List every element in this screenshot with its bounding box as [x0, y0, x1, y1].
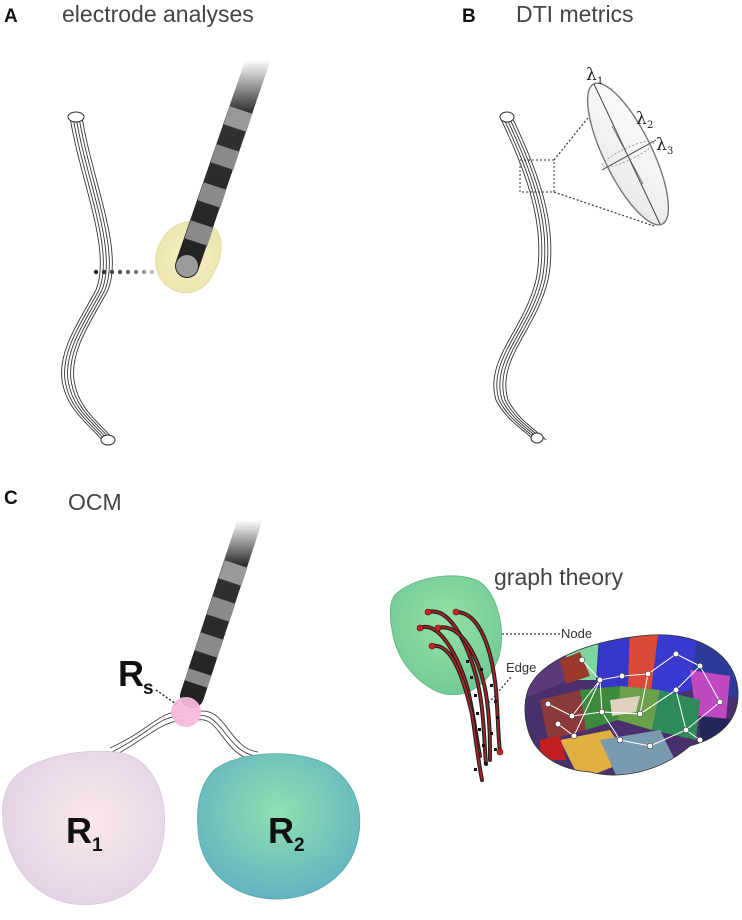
distance-dots — [93, 269, 155, 275]
panel-b-title: DTI metrics — [516, 1, 634, 27]
panel-a-letter: A — [4, 6, 18, 27]
r1-subscript: 1 — [92, 835, 103, 856]
parcellated-brain — [524, 634, 739, 776]
diffusion-tensor-ellipsoid — [586, 82, 670, 226]
node-label: Node — [561, 626, 592, 641]
edge-pointer — [485, 675, 513, 707]
rs-pointer — [155, 689, 177, 705]
streamlines — [418, 609, 502, 782]
zoom-box — [519, 159, 555, 193]
r1-label: R — [66, 810, 92, 851]
dbs-lead-a — [175, 48, 270, 278]
fiber-end-top-a — [67, 111, 85, 123]
graph-theory-title: graph theory — [494, 564, 624, 590]
tract-to-r2 — [195, 710, 259, 761]
rs-subscript: s — [143, 678, 154, 699]
lambda2-subscript: 2 — [647, 120, 653, 131]
fiber-bundle-a — [61, 116, 115, 441]
fiber-bundle-b — [493, 116, 552, 441]
streamline-endpoints — [416, 608, 504, 756]
edge-label: Edge — [506, 660, 536, 675]
lambda1-symbol: λ — [586, 65, 597, 85]
rs-label: R — [118, 653, 144, 694]
lambda2-symbol: λ — [636, 109, 647, 129]
panel-c-title: OCM — [68, 489, 122, 515]
region-r2 — [197, 753, 361, 900]
lambda1-subscript: 1 — [597, 76, 603, 87]
panel-a-title: electrode analyses — [62, 1, 254, 27]
fiber-end-bottom-b — [530, 432, 544, 444]
lambda3-subscript: 3 — [667, 146, 673, 157]
dbs-lead-c — [180, 508, 262, 708]
region-r1 — [2, 750, 165, 905]
panel-b-letter: B — [462, 6, 476, 27]
lambda3-symbol: λ — [656, 135, 667, 155]
panel-c-letter: C — [4, 488, 18, 509]
stimulation-volume-rs — [171, 697, 201, 727]
fiber-end-top-b — [499, 111, 515, 123]
r2-subscript: 2 — [294, 835, 305, 856]
edge-dotted-markers — [466, 660, 499, 771]
zoom-line-bottom — [553, 191, 655, 227]
r2-label: R — [268, 810, 294, 851]
fiber-end-bottom-a — [100, 434, 116, 446]
